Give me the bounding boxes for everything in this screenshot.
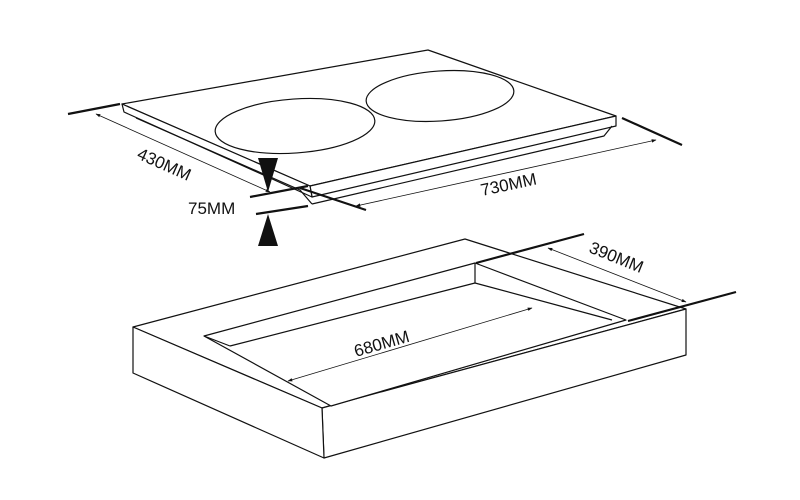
thickness-line-top: [249, 184, 309, 199]
hob: [121, 49, 617, 205]
dimension-cutout-width: [287, 307, 533, 382]
thickness-arrow-down: [258, 158, 278, 192]
extension-line-cutout-back: [475, 232, 585, 265]
extension-line-front: [299, 186, 367, 212]
cutout-inner-left: [203, 335, 231, 347]
label-hob-thickness: 75MM: [188, 199, 235, 218]
label-hob-width: 730MM: [479, 170, 538, 200]
dimension-arrow-depth: [95, 113, 271, 193]
countertop-left-face: [132, 326, 325, 459]
extension-line-left: [67, 102, 121, 116]
dimension-hob-width: [355, 116, 683, 207]
dimension-arrow-width: [355, 139, 657, 207]
thickness-arrow-up: [258, 214, 278, 246]
extension-line-cutout-front: [627, 290, 737, 323]
cooking-zone-right: [365, 69, 515, 123]
countertop: [132, 238, 687, 459]
label-cutout-depth: 390MM: [587, 238, 647, 277]
dimension-arrow-cutout-depth: [547, 247, 687, 303]
label-hob-depth: 430MM: [134, 144, 194, 184]
dimension-hob-thickness: [249, 158, 309, 246]
dimension-cutout-depth: [475, 232, 737, 323]
thickness-line-bottom: [255, 204, 309, 216]
extension-line-right: [621, 116, 683, 147]
dimension-hob-depth: [67, 102, 367, 212]
dimension-arrow-cutout-width: [287, 307, 533, 382]
